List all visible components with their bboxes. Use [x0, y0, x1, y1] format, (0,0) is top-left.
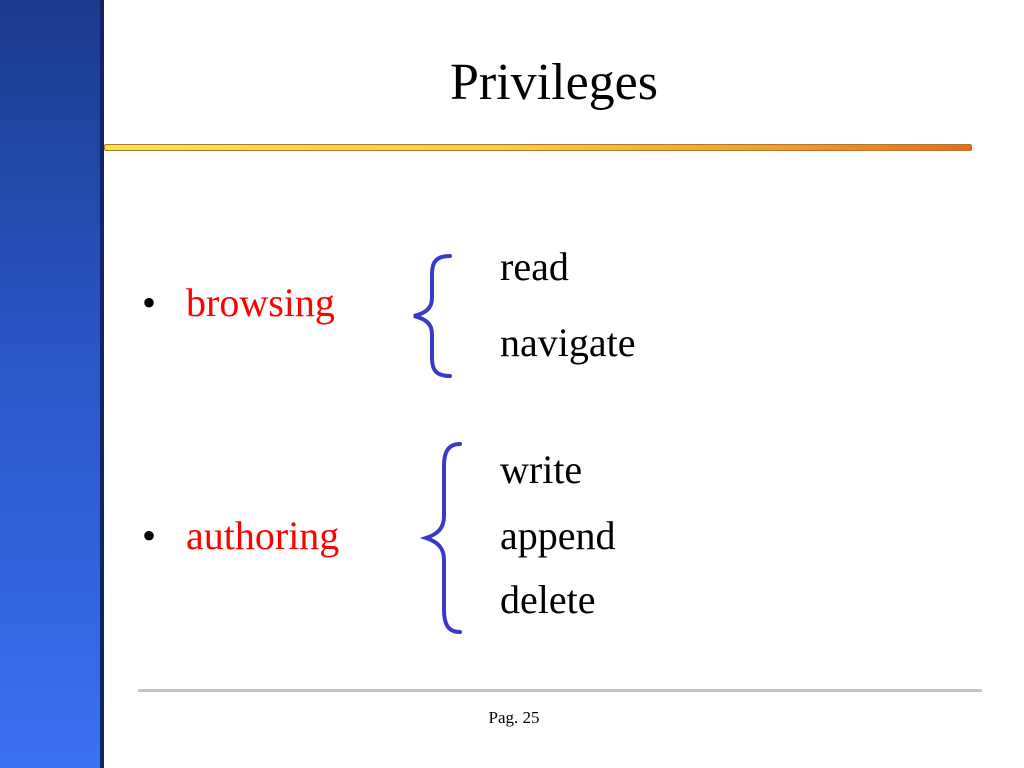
- bullet-item-browsing: • browsing: [142, 278, 335, 328]
- slide-title: Privileges: [450, 54, 658, 111]
- left-brace-icon: [413, 254, 452, 378]
- bullet-icon: •: [142, 280, 157, 325]
- title-underline-bar: [104, 144, 972, 151]
- bullet-item-authoring: • authoring: [142, 511, 339, 561]
- footer-divider: [138, 689, 982, 692]
- bullet-label-browsing: browsing: [186, 280, 335, 325]
- privilege-read: read: [500, 244, 569, 289]
- sidebar-edge: [100, 0, 104, 768]
- privilege-write: write: [500, 447, 583, 492]
- page-number: Pag. 25: [488, 708, 540, 727]
- bullet-icon: •: [142, 513, 157, 558]
- privilege-append: append: [500, 513, 616, 558]
- sidebar-band: [0, 0, 104, 768]
- privilege-delete: delete: [500, 577, 596, 622]
- left-brace-icon: [419, 442, 462, 634]
- bullet-label-authoring: authoring: [186, 513, 340, 558]
- privilege-navigate: navigate: [500, 320, 636, 365]
